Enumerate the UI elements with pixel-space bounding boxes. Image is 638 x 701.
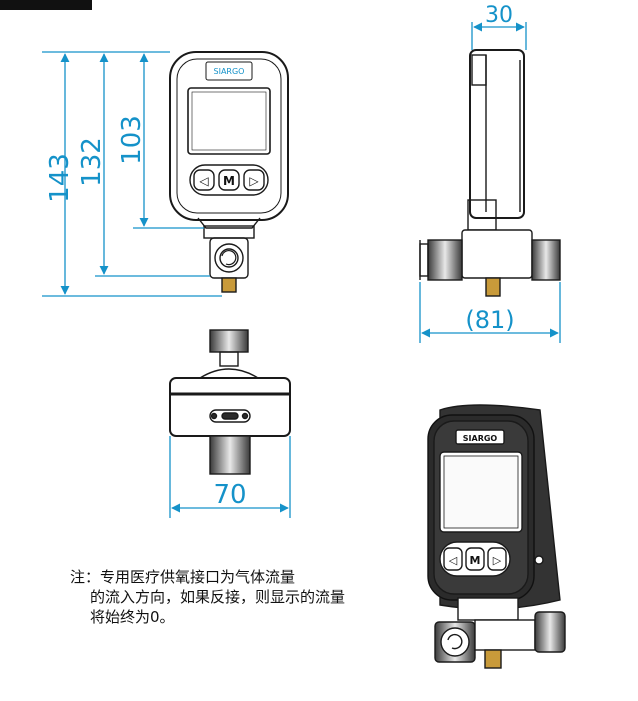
usage-note-rest: 的流入方向，如果反接，则显示的流量将始终为0。 <box>90 588 346 626</box>
iso-brand-label: SIARGO <box>463 434 498 443</box>
dim-132: 132 <box>77 137 107 187</box>
dim-81: (81) <box>465 306 514 334</box>
dim-70: 70 <box>213 480 246 510</box>
side-view <box>419 49 561 297</box>
top-dimension-lines <box>169 436 291 518</box>
front-view <box>169 51 289 293</box>
dim-103: 103 <box>117 115 147 165</box>
usage-note: 注：专用医疗供氧接口为气体流量 的流入方向，如果反接，则显示的流量将始终为0。 <box>70 567 345 627</box>
left-button-glyph: ◁ <box>198 174 208 188</box>
right-button-glyph: ▷ <box>249 174 259 188</box>
isometric-view <box>427 404 566 669</box>
iso-right-button-glyph: ▷ <box>493 554 502 567</box>
iso-mode-button-glyph: M <box>470 554 481 567</box>
front-dimension-lines <box>42 51 222 297</box>
dim-30: 30 <box>485 3 513 28</box>
brand-label: SIARGO <box>214 67 245 76</box>
corner-tab <box>0 0 92 10</box>
top-view <box>169 329 291 475</box>
front-button-glyphs: ◁ M ▷ <box>198 174 259 188</box>
dim-143: 143 <box>45 153 75 203</box>
iso-left-button-glyph: ◁ <box>449 554 458 567</box>
mode-button-glyph: M <box>223 174 235 188</box>
side-dimension-lines <box>419 22 561 343</box>
usage-note-lead: 注：专用医疗供氧接口为气体流量 <box>70 568 296 586</box>
isometric-glyphs: SIARGO ◁ M ▷ <box>449 434 502 567</box>
